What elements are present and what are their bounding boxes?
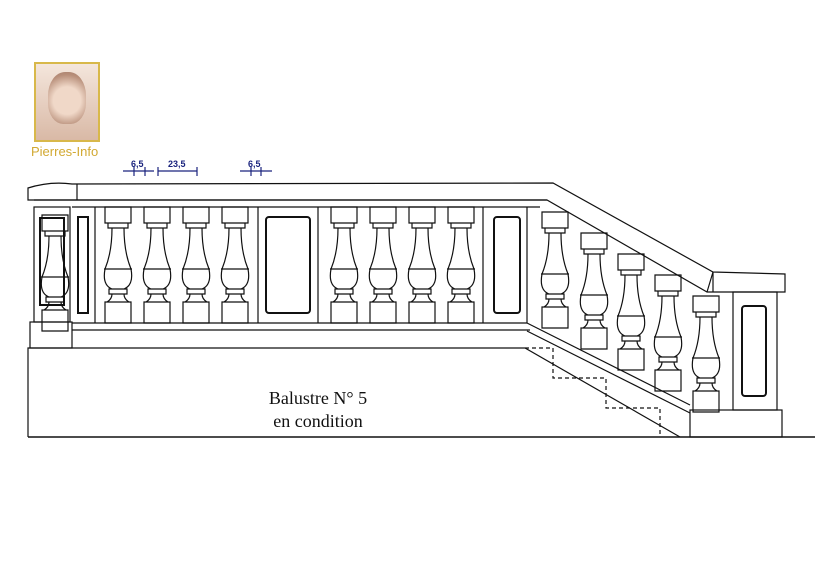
baluster [40,214,70,332]
baluster [181,206,211,324]
right-post [689,291,783,438]
baluster [691,295,721,413]
caption-title: Balustre N° 5 [268,388,368,408]
baluster [103,206,133,324]
dimension-label: 23,5 [168,159,186,169]
wall [27,347,815,438]
left-post [29,206,73,349]
dimension-label: 6,5 [131,159,144,169]
baluster [446,206,476,324]
baluster [407,206,437,324]
baluster [368,206,398,324]
handrail [27,182,786,293]
caption-subtitle: en condition [273,411,363,431]
baluster [329,206,359,324]
sculpted-head-image [48,72,86,124]
baluster [540,211,570,329]
brand-name: Pierres-Info [31,144,99,159]
baluster [653,274,683,392]
logo-image [34,62,100,142]
dimension-label: 6,5 [248,159,261,169]
baluster [220,206,250,324]
dimension-lines [123,167,272,176]
baluster [616,253,646,371]
baluster [579,232,609,350]
baluster [142,206,172,324]
